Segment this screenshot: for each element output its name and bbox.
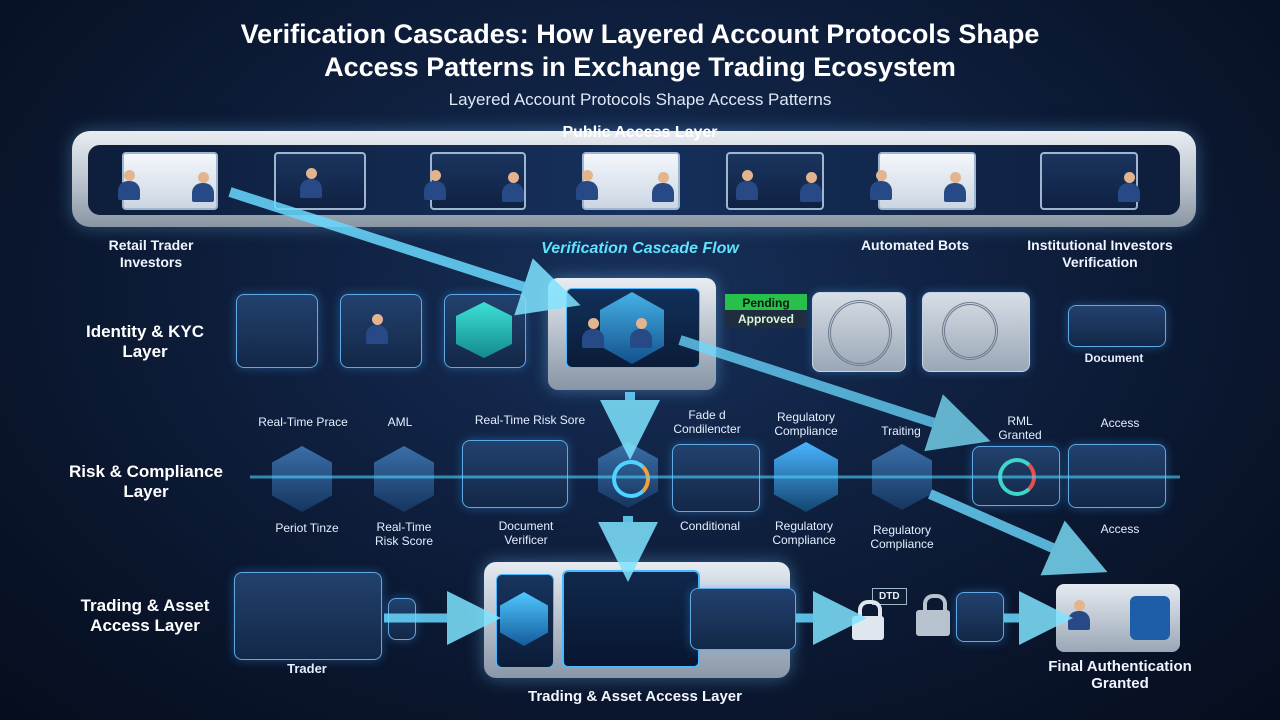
regulatory-hex-node <box>774 442 838 512</box>
rt-risk-sore-label: Real-Time Risk Sore <box>474 413 586 427</box>
fingerprint-icon <box>828 300 892 366</box>
risk-hex-node <box>272 446 332 512</box>
rt-price-label: Real-Time Prace <box>258 415 348 429</box>
lock-icon <box>916 594 950 636</box>
chart-icon <box>998 458 1036 496</box>
conditional-label: Conditional <box>679 519 741 533</box>
aml-label: AML <box>387 415 413 429</box>
gauge-icon <box>612 460 650 498</box>
trader-chart-panel <box>234 572 382 660</box>
person-icon <box>424 170 446 200</box>
terminal-main-screen <box>562 570 700 668</box>
document-card <box>1068 305 1166 347</box>
identity-kyc-layer-label: Identity & KYC Layer <box>85 322 205 361</box>
access-top-label: Access <box>1100 416 1140 430</box>
fingerprint-icon <box>942 302 998 360</box>
title-line-1: Verification Cascades: How Layered Accou… <box>240 19 1040 49</box>
person-icon <box>366 314 388 344</box>
page-title: Verification Cascades: How Layered Accou… <box>0 18 1280 84</box>
person-icon <box>300 168 322 198</box>
person-icon <box>870 170 892 200</box>
lock-screen <box>956 592 1004 642</box>
rml-granted-label: RML Granted <box>998 414 1042 442</box>
shield-icon <box>500 592 548 646</box>
access-panel <box>1068 444 1166 508</box>
bot-icon <box>800 172 822 202</box>
document-label: Document <box>1084 351 1144 365</box>
person-icon <box>630 318 652 348</box>
trading-hex-node <box>872 444 932 510</box>
person-icon <box>192 172 214 202</box>
lock-icon <box>1130 596 1170 640</box>
document-verifier-label: Document Verificer <box>498 519 554 547</box>
period-time-label: Periot Tinze <box>275 521 339 535</box>
automated-bots-label: Automated Bots <box>860 237 970 253</box>
lock-tag: DTD <box>872 588 907 605</box>
final-authentication-label: Final Authentication Granted <box>1048 658 1192 692</box>
mobile-device <box>388 598 416 640</box>
public-access-layer-label: Public Access Layer <box>562 124 718 141</box>
institutional-investors-label: Institutional Investors Verification <box>1027 237 1173 270</box>
person-icon <box>652 172 674 202</box>
trader-label: Trader <box>287 661 327 676</box>
regulatory-top-label: Regulatory Compliance <box>774 410 838 438</box>
person-icon <box>736 170 758 200</box>
aml-hex-node <box>374 446 434 512</box>
person-icon <box>944 172 966 202</box>
regulatory-bottom-label-1: Regulatory Compliance <box>772 519 836 547</box>
retail-trader-label: Retail Trader Investors <box>108 237 194 270</box>
person-icon <box>1068 600 1090 630</box>
page-subtitle: Layered Account Protocols Shape Access P… <box>448 90 832 109</box>
conditional-panel <box>672 444 760 512</box>
bot-icon <box>1118 172 1140 202</box>
regulatory-bottom-label-2: Regulatory Compliance <box>870 523 934 551</box>
person-icon <box>576 170 598 200</box>
risk-compliance-layer-label: Risk & Compliance Layer <box>69 462 223 501</box>
person-icon <box>582 318 604 348</box>
person-icon <box>118 170 140 200</box>
approved-badge: Approved <box>725 310 807 328</box>
verification-cascade-flow-label: Verification Cascade Flow <box>541 240 739 257</box>
shield-icon <box>456 302 512 358</box>
lock-icon <box>852 600 884 640</box>
pending-badge: Pending <box>725 294 807 312</box>
risk-score-panel <box>462 440 568 508</box>
bot-icon <box>502 172 524 202</box>
fade-condilencter-label: Fade d Condilencter <box>673 408 741 436</box>
title-line-2: Access Patterns in Exchange Trading Ecos… <box>324 52 956 82</box>
trading-asset-layer-label: Trading & Asset Access Layer <box>80 596 210 635</box>
shield-icon <box>600 292 664 364</box>
rt-risk-score-label: Real-Time Risk Score <box>374 520 433 548</box>
terminal-side-screen <box>690 588 796 650</box>
access-bottom-label: Access <box>1100 522 1140 536</box>
id-card-device <box>236 294 318 368</box>
traiting-label: Traiting <box>881 424 921 438</box>
trading-asset-bottom-label: Trading & Asset Access Layer <box>528 688 742 705</box>
